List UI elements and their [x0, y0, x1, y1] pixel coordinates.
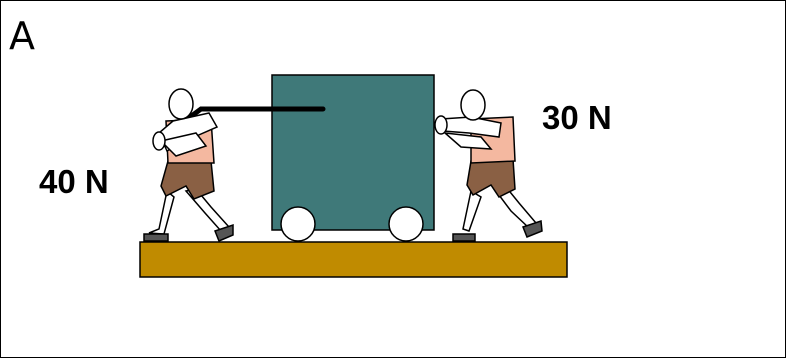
left-force-label: 40 N	[39, 165, 109, 198]
left-person-pulling	[144, 89, 233, 241]
ground-platform	[140, 242, 567, 277]
right-person-pushing	[435, 90, 542, 241]
cart-wheel-left	[281, 207, 315, 241]
right-force-label: 30 N	[542, 101, 612, 134]
cart-wheel-right	[389, 207, 423, 241]
